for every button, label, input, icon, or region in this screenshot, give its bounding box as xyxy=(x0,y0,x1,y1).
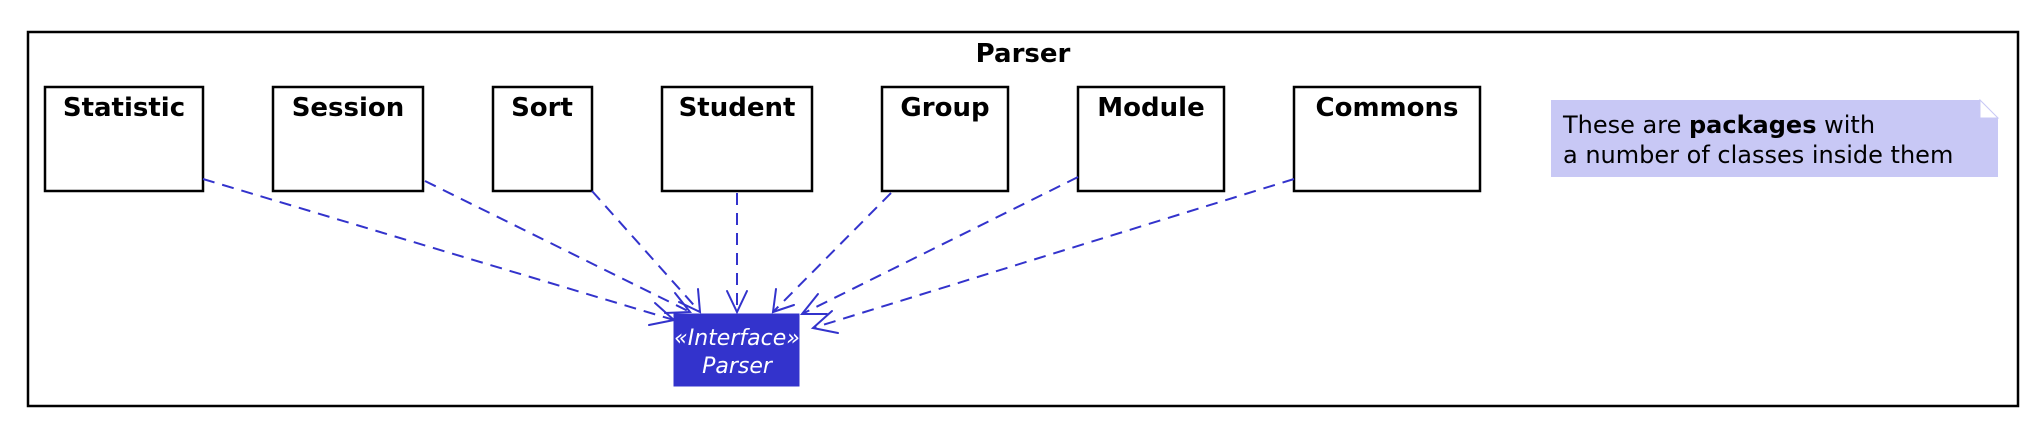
package-box xyxy=(491,85,594,193)
package-box xyxy=(660,85,814,193)
package-session: Session xyxy=(271,85,425,193)
note-line-2: a number of classes inside them xyxy=(1563,141,1953,169)
note: These are packages with a number of clas… xyxy=(1551,98,2000,177)
arrowhead xyxy=(799,293,828,315)
package-label: Statistic xyxy=(63,93,185,123)
package-box xyxy=(43,85,205,193)
dependency-arrow-session xyxy=(424,180,691,313)
package-box xyxy=(271,85,425,193)
package-statistic: Statistic xyxy=(43,85,205,193)
arrowhead xyxy=(726,290,748,315)
dependency-arrow-module xyxy=(801,176,1079,315)
package-commons: Commons xyxy=(1292,85,1482,193)
dependency-arrow-statistic xyxy=(202,178,675,321)
package-box xyxy=(1076,85,1226,193)
interface-stereotype: «Interface» xyxy=(674,326,800,351)
note-line-1-bold: packages xyxy=(1689,111,1817,139)
package-label: Module xyxy=(1097,93,1204,123)
dependency-arrows xyxy=(202,176,1295,334)
package-module: Module xyxy=(1076,85,1226,193)
note-line-1-prefix: These are xyxy=(1562,111,1689,139)
package-label: Commons xyxy=(1316,93,1459,123)
arrowhead xyxy=(810,310,839,334)
note-line-1: These are packages with xyxy=(1562,111,1875,139)
package-student: Student xyxy=(660,85,814,193)
dependency-arrow-sort xyxy=(591,190,701,313)
package-group: Group xyxy=(880,85,1010,193)
package-label: Session xyxy=(292,93,405,123)
package-label: Student xyxy=(679,93,796,123)
interface-box xyxy=(673,313,800,387)
dependency-arrow-commons xyxy=(812,178,1295,329)
package-label: Group xyxy=(900,93,989,123)
interface-parser: «Interface» Parser xyxy=(673,313,800,387)
arrowhead xyxy=(771,288,795,314)
arrowhead xyxy=(664,292,693,314)
note-body xyxy=(1551,100,1998,177)
dependency-arrow-group xyxy=(772,192,892,313)
note-fold-corner xyxy=(1979,98,2000,119)
container-title: Parser xyxy=(976,39,1071,69)
package-sort: Sort xyxy=(491,85,594,193)
package-label: Sort xyxy=(511,93,573,123)
interface-name: Parser xyxy=(702,354,774,379)
note-line-1-suffix: with xyxy=(1816,111,1875,139)
package-box xyxy=(880,85,1010,193)
package-box xyxy=(1292,85,1482,193)
arrowhead xyxy=(678,288,702,314)
